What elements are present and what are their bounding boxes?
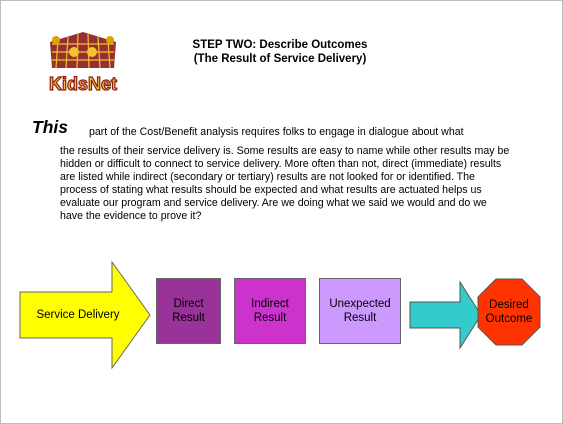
description-paragraph: the results of their service delivery is… (60, 145, 510, 222)
first-line-text: part of the Cost/Benefit analysis requir… (89, 126, 464, 138)
logo-text: KidsNet (49, 74, 117, 94)
desired-outcome-octagon (477, 278, 541, 346)
connector-arrow (409, 280, 482, 350)
indirect-result-box (234, 278, 306, 344)
unexpected-result-box (319, 278, 401, 344)
service-delivery-arrow (19, 260, 151, 370)
lead-word: This (32, 117, 68, 137)
direct-result-box (156, 278, 221, 344)
service-delivery-label: Service Delivery (36, 309, 120, 321)
kidsnet-logo: KidsNet (48, 32, 118, 95)
title-line-1: STEP TWO: Describe Outcomes (192, 39, 368, 51)
description-text: This part of the Cost/Benefit analysis r… (32, 118, 537, 223)
page-title: STEP TWO: Describe Outcomes (The Result … (150, 38, 410, 66)
first-line: This part of the Cost/Benefit analysis r… (32, 118, 537, 145)
title-line-2: (The Result of Service Delivery) (193, 53, 367, 65)
